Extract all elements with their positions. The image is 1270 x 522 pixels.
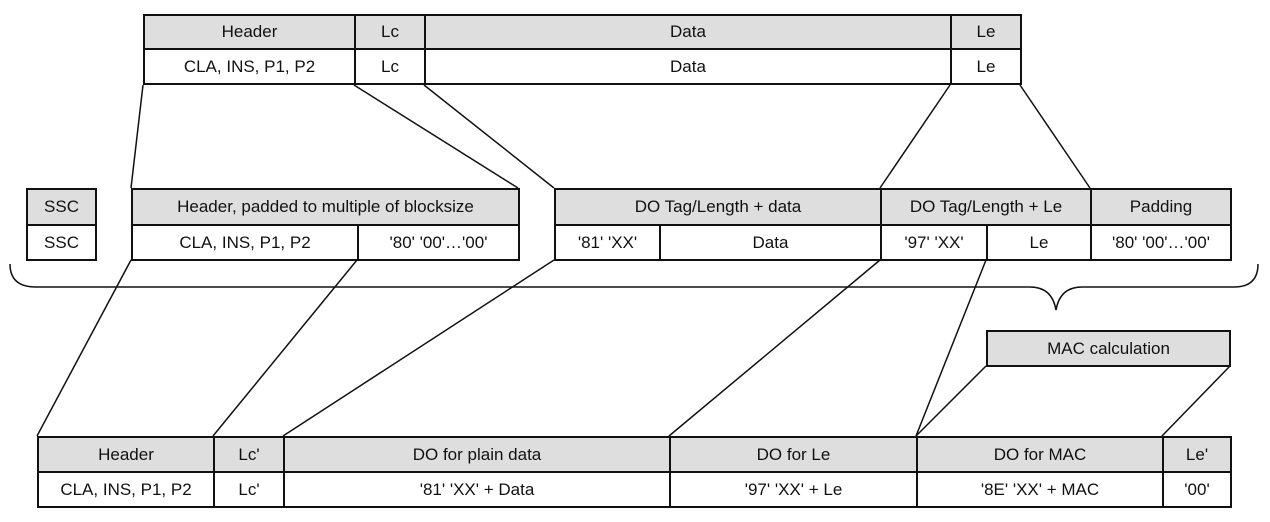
padding-label: Padding [1090,188,1232,226]
protected-do-mac-value: '8E' 'XX' + MAC [916,471,1164,508]
top-le-label: Le [950,14,1022,50]
mac-calculation-box: MAC calculation [986,330,1231,367]
header-padded-label: Header, padded to multiple of blocksize [131,188,520,226]
header-padding-value: '80' '00'…'00' [357,224,520,261]
protected-header-value: CLA, INS, P1, P2 [37,471,215,508]
ssc-label: SSC [26,188,97,226]
top-lc-label: Lc [354,14,426,50]
do-le-tag: '97' 'XX' [880,224,988,261]
do-data-value: Data [659,224,882,261]
do-data-tag: '81' 'XX' [554,224,661,261]
connector-line [282,259,555,437]
protected-do-plain-value: '81' 'XX' + Data [283,471,671,508]
top-lc-value: Lc [354,48,426,85]
protected-do-plain-label: DO for plain data [283,436,671,473]
top-header-label: Header [143,14,356,50]
top-header-value: CLA, INS, P1, P2 [143,48,356,85]
top-le-value: Le [950,48,1022,85]
top-data-label: Data [424,14,952,50]
padding-value: '80' '00'…'00' [1090,224,1232,261]
ssc-value: SSC [26,224,97,261]
do-data-label: DO Tag/Length + data [554,188,882,226]
curly-brace [9,263,1259,311]
protected-lc-label: Lc' [213,436,285,473]
connector-line [1161,365,1231,437]
connector-line [879,84,951,189]
protected-do-mac-label: DO for MAC [916,436,1164,473]
protected-le-label: Le' [1162,436,1232,473]
top-data-value: Data [424,48,952,85]
connector-line [915,365,987,437]
connector-line [423,84,555,189]
connector-line [353,84,519,189]
protected-le-value: '00' [1162,471,1232,508]
protected-do-le-value: '97' 'XX' + Le [669,471,918,508]
protected-header-label: Header [37,436,215,473]
connector-line [915,259,987,437]
protected-lc-value: Lc' [213,471,285,508]
connector-line [668,259,881,437]
protected-do-le-label: DO for Le [669,436,918,473]
do-le-label: DO Tag/Length + Le [880,188,1092,226]
connector-line [1019,84,1091,189]
connector-line [130,84,144,189]
header-value: CLA, INS, P1, P2 [131,224,359,261]
connector-line [212,259,358,437]
connector-line [36,259,132,437]
do-le-value: Le [986,224,1092,261]
